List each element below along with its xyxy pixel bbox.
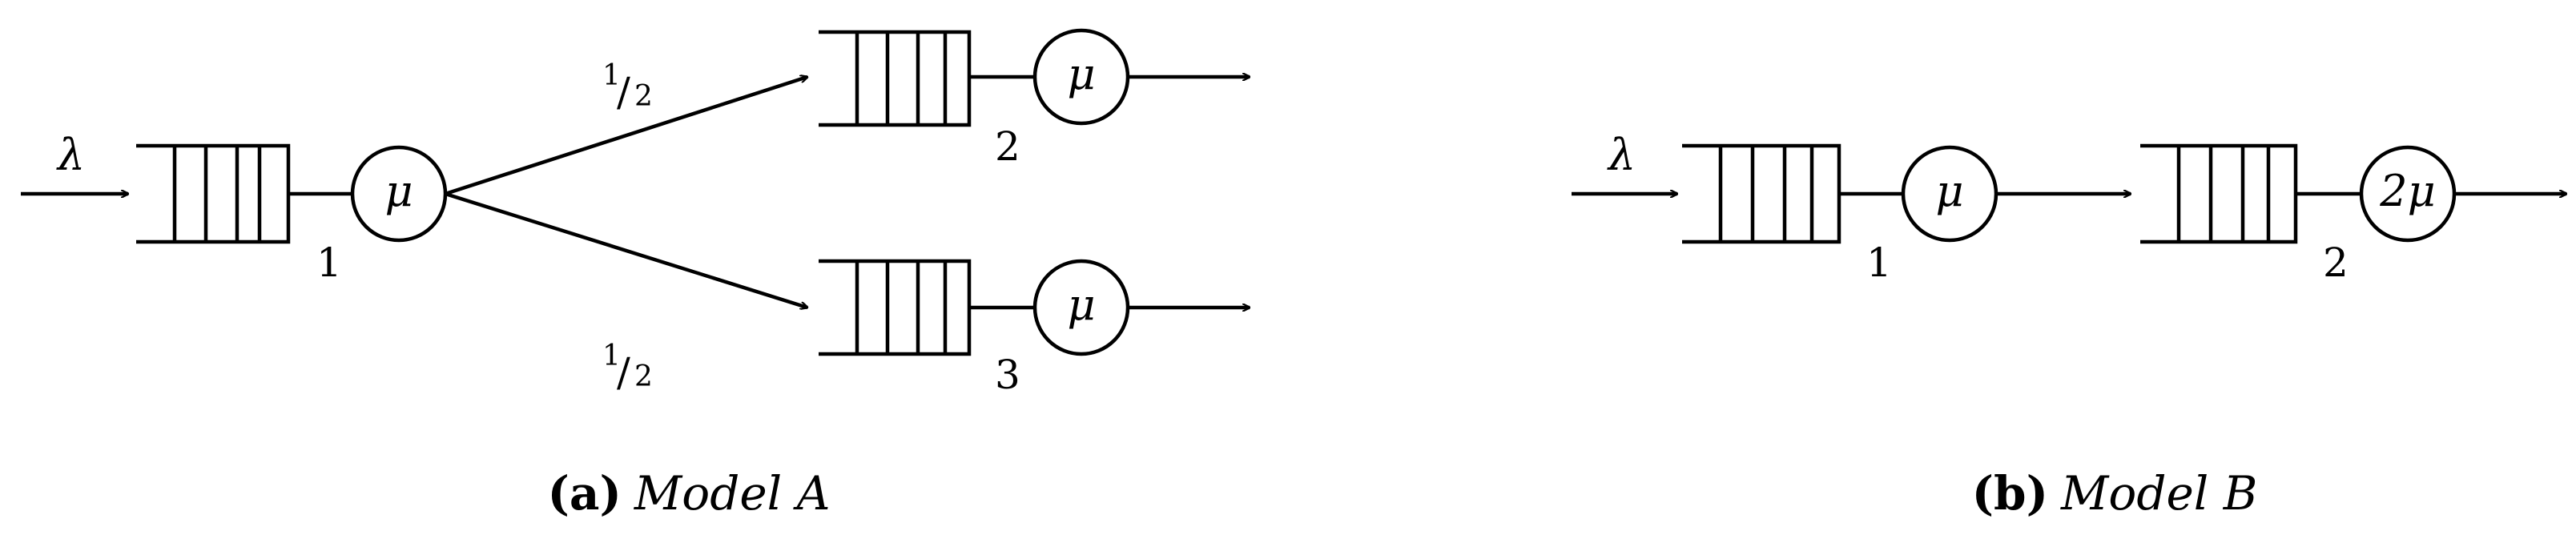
queue-number: 2 [995, 123, 1020, 170]
model-a-server-3: μ [1032, 259, 1250, 356]
model-b-server-2: 2μ [2359, 145, 2566, 243]
model-a-routing-lower: 1 / 2 [445, 191, 807, 396]
caption-tag: (a) [547, 466, 621, 521]
model-a-caption: (a)Model A [547, 466, 830, 521]
model-a-server-2: μ [1032, 28, 1250, 126]
model-b-caption: (b)Model B [1972, 466, 2258, 521]
routing-probability-denominator: 2 [634, 360, 653, 393]
caption-tag: (b) [1972, 466, 2048, 521]
model-a-diagram: λ 1 μ 1 / 2 1 / 2 [21, 28, 1250, 521]
arrival-rate-label: λ [1607, 130, 1636, 180]
arrival-rate-label: λ [56, 130, 85, 180]
model-b-server-1: μ [1901, 145, 2131, 243]
queue-number: 3 [995, 352, 1020, 398]
service-rate-label: μ [384, 166, 413, 216]
model-a-arrival: λ [21, 130, 128, 194]
queue-number: 1 [316, 239, 342, 286]
fraction-slash: / [617, 349, 630, 396]
model-a-routing-upper: 1 / 2 [445, 59, 807, 196]
model-b-queue-2: 2 [2140, 143, 2361, 286]
caption-title: Model A [634, 466, 831, 521]
fraction-slash: / [617, 69, 630, 115]
routing-probability-denominator: 2 [634, 80, 653, 113]
model-a-queue-2: 2 [819, 30, 1033, 170]
service-rate-label: μ [1935, 166, 1963, 216]
model-a-server-1: μ [350, 145, 448, 243]
model-a-queue-3: 3 [819, 259, 1033, 398]
service-rate-label: μ [1067, 49, 1095, 99]
queue-number: 1 [1866, 239, 1892, 286]
model-b-diagram: λ 1 μ 2 2μ [1572, 130, 2566, 521]
caption-title: Model B [2060, 466, 2257, 521]
routing-probability-numerator: 1 [602, 59, 621, 92]
service-rate-label: 2μ [2379, 166, 2435, 216]
model-b-arrival: λ [1572, 130, 1677, 194]
model-b-queue-1: 1 [1682, 143, 1903, 286]
service-rate-label: μ [1067, 280, 1095, 330]
model-a-queue-1: 1 [136, 143, 352, 286]
routing-probability-numerator: 1 [602, 340, 621, 372]
queue-number: 2 [2323, 239, 2349, 286]
